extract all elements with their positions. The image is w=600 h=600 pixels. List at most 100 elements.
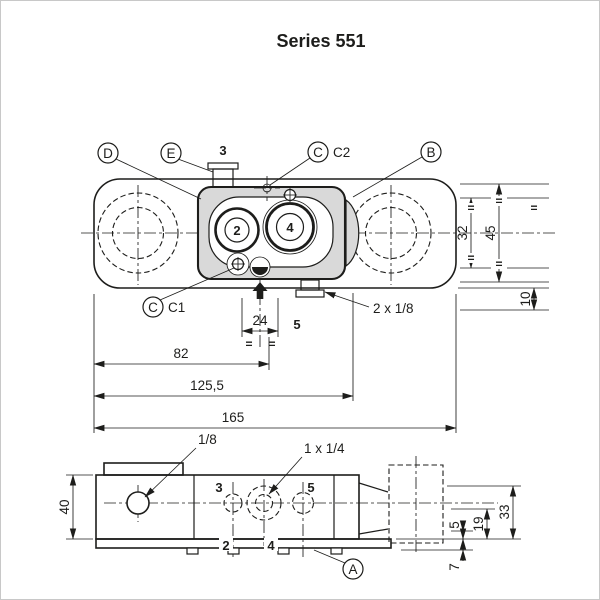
top-boss — [103, 462, 184, 476]
label-backing — [219, 538, 233, 551]
dim-24-value: 24 — [252, 313, 268, 328]
dim-7-value: 7 — [447, 563, 462, 571]
thread-callout-small: 1/8 — [144, 432, 217, 498]
callout-C2-circle — [307, 141, 329, 163]
callout-A: A — [313, 549, 364, 580]
leader — [144, 447, 197, 498]
callout-E-circle — [160, 142, 182, 164]
equal-mark: = — [245, 337, 252, 351]
right-bore-inner — [364, 206, 418, 260]
port4-thread — [275, 212, 305, 242]
callout-E: E — [160, 142, 214, 173]
page-title: Series 551 — [276, 31, 365, 51]
dim-45-value: 45 — [483, 225, 498, 240]
dim-7: 7 — [447, 539, 467, 571]
port3-label: 3 — [215, 480, 222, 495]
mounting-bracket — [388, 464, 444, 544]
casting-crescent — [345, 198, 360, 268]
dim-32-value: 32 — [455, 225, 470, 240]
callout-E-leader — [177, 158, 214, 173]
left-port-hole — [126, 491, 150, 515]
thread-small-label: 1/8 — [198, 432, 217, 447]
callout-C2-leader — [269, 157, 311, 186]
left-bore-outer — [97, 192, 179, 274]
connector-top — [358, 482, 389, 493]
callout-C2: C C2 — [269, 141, 350, 186]
callout-C1-leader — [159, 267, 235, 301]
callout-C2-letter: C — [313, 145, 323, 160]
dim-125-5-value: 125,5 — [190, 378, 224, 393]
callout-C1-circle — [142, 296, 164, 318]
thread-large-label: 1 x 1/4 — [304, 441, 345, 456]
callout-A-label: A — [348, 562, 357, 577]
port3-cap — [207, 162, 239, 170]
dim-125-5: 125,5 — [93, 378, 354, 400]
c2-target — [254, 176, 280, 201]
base-foot — [186, 547, 199, 555]
port3-hidden — [223, 493, 243, 513]
screw-hole-bottom — [231, 257, 245, 271]
port3-fitting — [207, 162, 239, 188]
equal-mark: = — [495, 194, 502, 208]
top-view: 2 4 — [81, 141, 557, 433]
base-plate — [95, 538, 392, 549]
port5-hidden — [291, 491, 315, 515]
thread-callout-large: 1 x 1/4 — [268, 441, 345, 495]
callout-B-label: B — [426, 145, 435, 160]
dim-165-value: 165 — [222, 410, 245, 425]
dim-33-value: 33 — [497, 504, 512, 519]
callout-B-leader — [352, 156, 423, 198]
callout-A-circle — [342, 558, 364, 580]
dim-32: = = 32 — [455, 197, 479, 269]
port1-hidden-inner — [254, 493, 274, 513]
thread-label: 2 x 1/8 — [373, 301, 414, 316]
dim-10-value: 10 — [518, 291, 533, 306]
dim-45: = = 45 — [483, 183, 507, 283]
thread-leader — [324, 291, 370, 308]
port2-thread — [224, 217, 250, 243]
port4-label: 4 — [286, 220, 294, 235]
callout-D-leader — [115, 158, 202, 200]
port1-hidden-outer — [246, 485, 282, 521]
eq-backing — [491, 259, 507, 269]
callout-D-label: D — [103, 146, 113, 161]
callout-B: B — [352, 141, 442, 198]
base-foot — [277, 547, 290, 555]
port3-label: 3 — [219, 143, 226, 158]
dim-24: 24 = = — [241, 298, 279, 351]
callout-C1-suffix: C1 — [168, 300, 185, 315]
left-bore-inner — [111, 206, 165, 260]
dim-10: 10 — [518, 287, 538, 311]
callout-D-circle — [97, 142, 119, 164]
dim-82: 82 — [93, 346, 270, 368]
dim-5-value: 5 — [447, 521, 462, 529]
port2-bore — [214, 207, 260, 253]
label-backing — [264, 538, 278, 551]
callout-C1: C C1 — [142, 267, 235, 318]
eq-backing — [463, 253, 479, 263]
pilot-flange — [295, 289, 325, 298]
callout-A-leader — [313, 549, 346, 564]
c2-target-circle — [262, 183, 272, 193]
side-view: 1/8 1 x 1/4 3 5 2 4 A 40 — [57, 432, 521, 580]
equal-mark: = — [268, 337, 275, 351]
right-bore-outer — [350, 192, 432, 274]
equal-mark: = — [495, 257, 502, 271]
port5-label: 5 — [293, 317, 300, 332]
port5-label: 5 — [307, 480, 314, 495]
callout-E-label: E — [166, 146, 175, 161]
base-foot — [330, 547, 343, 555]
port2-label: 2 — [222, 538, 229, 553]
equal-mark: = — [467, 251, 474, 265]
pilot-fitting — [295, 279, 325, 298]
port2-label: 2 — [233, 223, 240, 238]
dim-40-value: 40 — [57, 499, 72, 514]
dim-19-value: 19 — [471, 516, 486, 531]
port-1-arrow — [252, 282, 268, 299]
equal-mark: = — [467, 201, 474, 215]
port3-body — [212, 168, 234, 188]
dim-40: 40 — [57, 474, 93, 540]
dim-33: 33 — [497, 485, 517, 540]
dim-5: 5 — [447, 520, 467, 550]
